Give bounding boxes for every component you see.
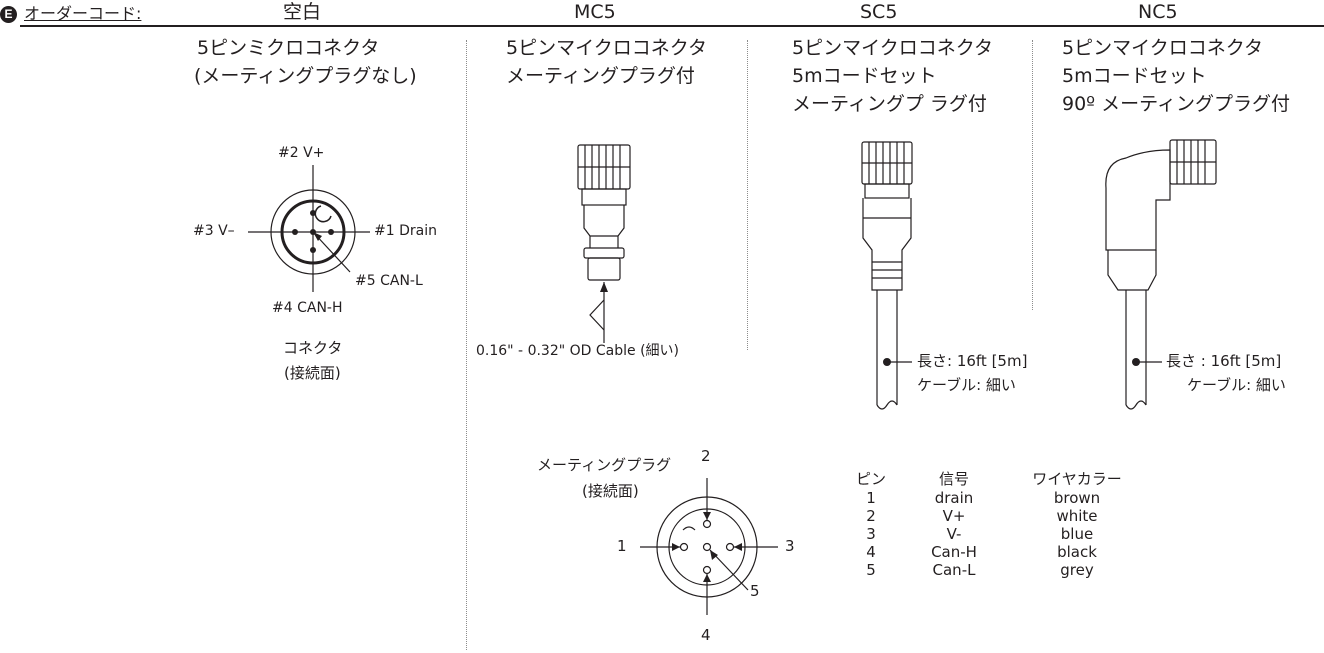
pin-table-cell-wire-color: blue [1060,525,1094,543]
order-code-blank: 空白 [283,1,322,23]
connector-face-icon [248,165,370,292]
pin4-label: #4 CAN-H [272,300,343,316]
pin-table-header-signal: 信号 [938,470,969,488]
col4-title-line2: 5mコードセット [1062,65,1207,87]
mating-plug-caption-line1: メーティングプラグ [537,456,672,474]
pin-table-cell-wire-color: black [1057,543,1097,561]
order-code-sc5: SC5 [860,1,898,23]
mating-plug-caption-line2: (接続面) [582,482,639,500]
cable-od-note: 0.16" - 0.32" OD Cable (細い) [476,343,679,359]
pin-table-cell-wire-color: white [1056,507,1098,525]
col2-title-line2: メーティングプラグ付 [506,65,695,87]
mating-pin-5: 5 [750,582,760,600]
pin-table-cell-signal: drain [934,489,974,507]
pin-table-cell-wire-color: brown [1053,489,1101,507]
mating-plug-face-icon [640,478,778,615]
col1-title-line2: (メーティングプラグなし) [194,65,417,87]
column-separator [466,40,467,650]
col4-title-line1: 5ピンマイクロコネクタ [1062,37,1263,59]
pin-table-cell-pin: 4 [866,543,876,561]
pin-table-header-wire-color: ワイヤカラー [1032,470,1122,488]
sc5-length-label: 長さ: 16ft [5m] [917,352,1028,370]
pin-table-cell-wire-color: grey [1060,561,1094,579]
pin-table-cell-pin: 5 [866,561,876,579]
nc5-length-label: 長さ : 16ft [5m] [1166,352,1282,370]
header-rule [20,25,1324,27]
pin-table-cell-pin: 3 [866,525,876,543]
pin-table-cell-pin: 1 [866,489,876,507]
connector-caption-line1: コネクタ [283,339,343,357]
order-code-label: オーダーコード: [24,4,142,23]
sc5-cable-label: ケーブル: 細い [917,376,1016,394]
col4-title-line3: 90º メーティングプラグ付 [1062,93,1291,115]
col3-title-line2: 5mコードセット [792,65,937,87]
col3-title-line1: 5ピンマイクロコネクタ [792,37,993,59]
mating-pin-2: 2 [701,447,711,465]
pin-table-cell-signal: V- [946,525,962,543]
mating-pin-1: 1 [617,537,627,555]
nc5-cable-label: ケーブル: 細い [1187,376,1286,394]
pin-table-cell-signal: Can-H [931,543,977,561]
col3-title-line3: メーティングプ ラグ付 [792,93,987,115]
pin5-label: #5 CAN-L [355,273,423,289]
pin-table-cell-signal: Can-L [932,561,976,579]
column-separator [747,40,748,350]
straight-connector-icon [577,144,631,343]
pin3-label: #3 V– [193,223,235,239]
pin-table-header-pin: ピン [855,470,886,488]
pin1-label: #1 Drain [374,223,437,239]
mating-pin-4: 4 [701,626,711,644]
pin-table-cell-pin: 2 [866,507,876,525]
pin-table-cell-signal: V+ [942,507,966,525]
order-code-nc5: NC5 [1138,1,1178,23]
right-angle-cordset-icon [1105,139,1217,410]
connector-caption-line2: (接続面) [284,364,341,382]
col2-title-line1: 5ピンマイクロコネクタ [506,37,707,59]
pin2-label: #2 V+ [278,145,325,161]
order-code-mc5: MC5 [574,1,616,23]
section-badge: E [0,6,17,23]
mating-pin-3: 3 [785,537,795,555]
straight-cordset-icon [861,141,913,410]
col1-title-line1: 5ピンミクロコネクタ [197,37,380,59]
column-separator [1032,40,1033,310]
